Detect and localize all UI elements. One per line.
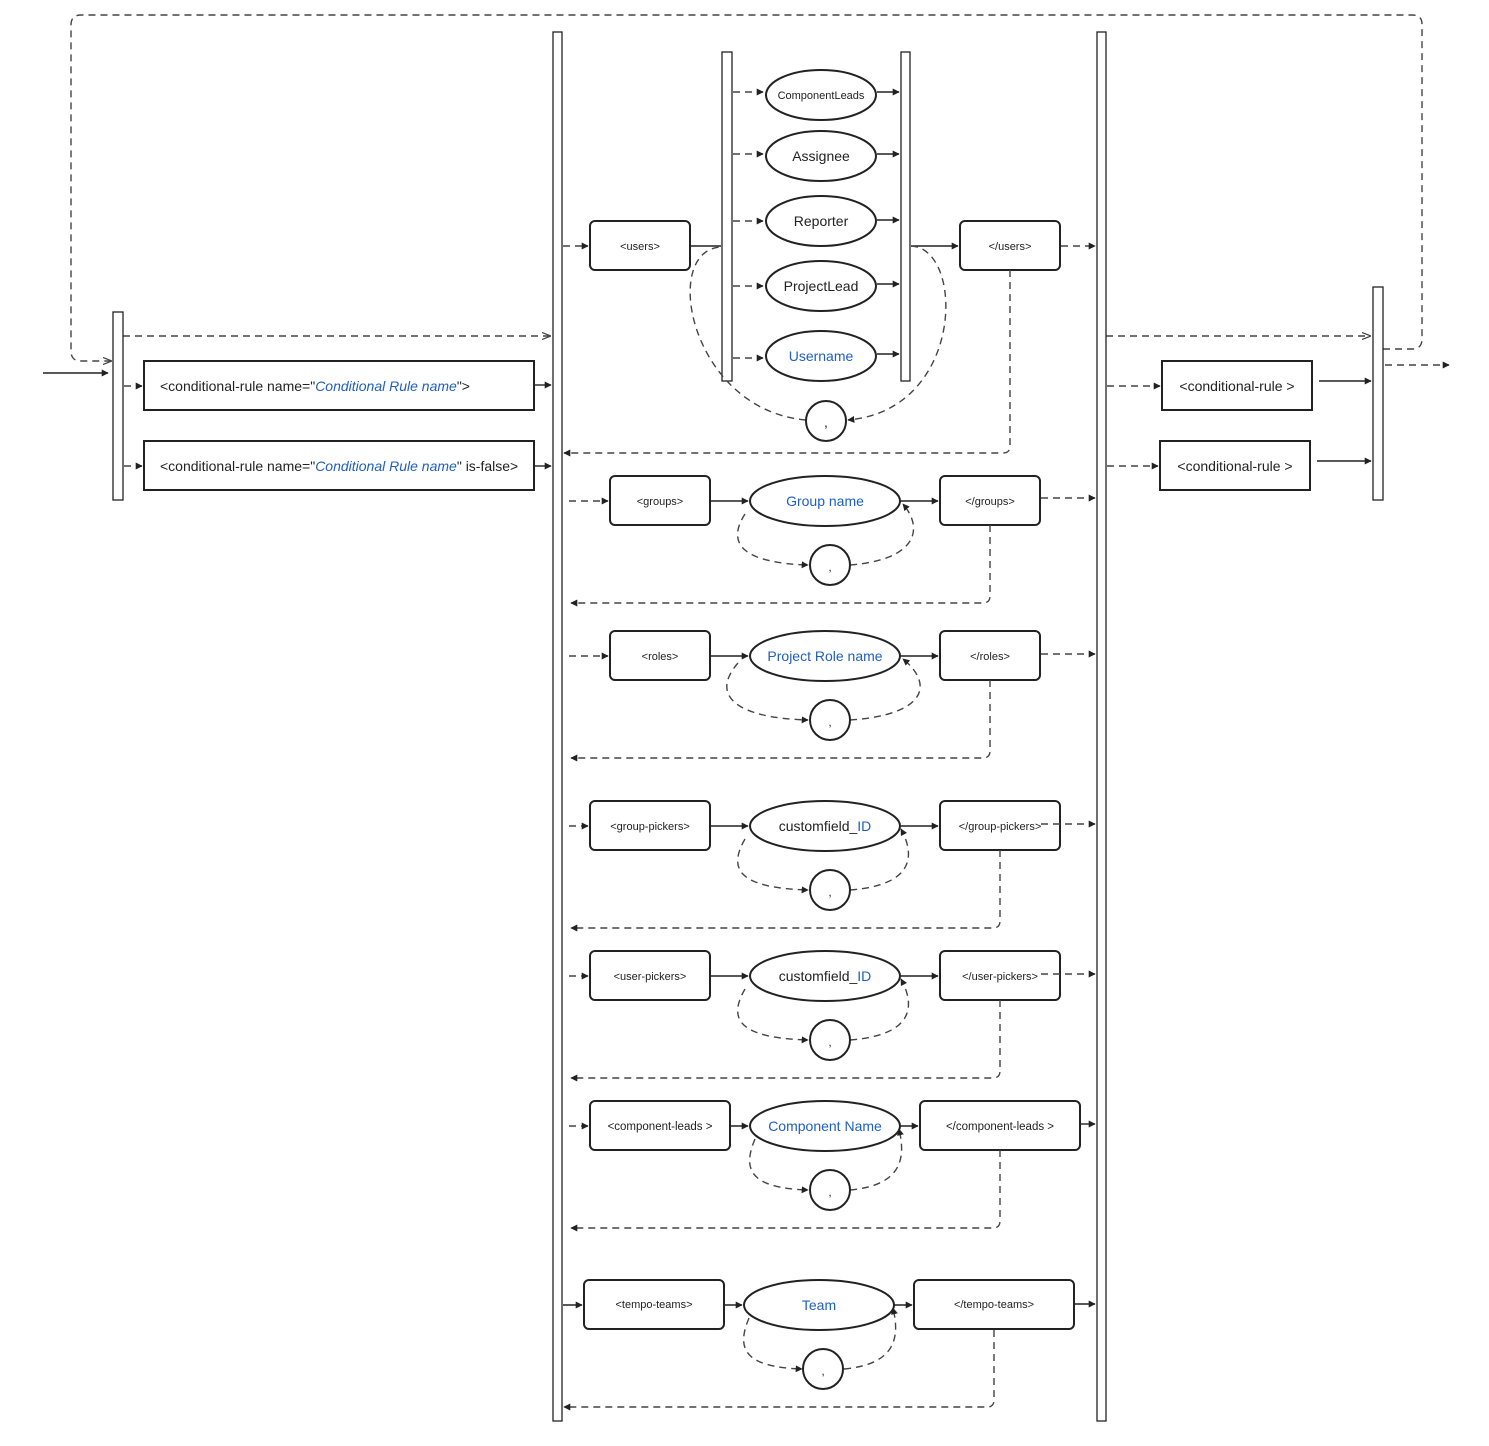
user-pickers-separator-loop [736,988,809,1044]
users-option-label: ProjectLead [784,278,859,294]
roles-close-label: </roles> [970,651,1010,663]
group-pickers-separator-loop [736,838,809,894]
groups-separator-label: , [828,560,831,574]
tempo-teams-open-label: <tempo-teams> [615,1299,692,1311]
users-separator-label: , [824,414,828,430]
group-pickers-open-label: <group-pickers> [610,821,690,833]
users-option-label: Reporter [794,213,849,229]
users-separator-loop [847,245,947,423]
component-leads-separator-label: , [828,1185,831,1199]
repeat-loop-connector [70,14,1423,361]
component-leads-close-label: </component-leads > [946,1121,1054,1133]
users-options-bar-left [721,51,733,382]
users-open-label: <users> [620,241,660,253]
user-pickers-separator-label: , [828,1035,831,1049]
component-leads-value-label: Component Name [768,1118,882,1134]
users-option-username [765,330,877,382]
users-return-connector [563,270,1011,457]
junction-bar-content-right [1096,31,1107,1422]
roles-return-connector [570,680,991,762]
tempo-teams-close-label: </tempo-teams> [954,1299,1034,1311]
roles-separator-label: , [828,715,831,729]
users-options-bar-right [900,51,911,382]
junction-bar-left [112,311,124,501]
group-pickers-separator-loop [849,828,910,891]
users-option-label: Username [789,348,854,364]
component-leads-open-label: <component-leads > [608,1121,713,1133]
tempo-teams-return-connector [563,1330,995,1411]
component-leads-separator-loop [748,1138,809,1194]
roles-open-label: <roles> [642,651,679,663]
component-leads-separator-loop [849,1128,904,1191]
roles-value-label: Project Role name [767,648,882,664]
users-option-projectlead [765,260,877,312]
groups-return-connector [570,525,991,607]
groups-close-label: </groups> [965,496,1015,508]
conditional-rule-false-close-box [1159,440,1311,491]
group-pickers-close-label: </group-pickers> [959,821,1042,833]
groups-open-label: <groups> [637,496,683,508]
users-option-label: Assignee [792,148,850,164]
group-pickers-separator-label: , [828,885,831,899]
roles-separator-loop [726,662,809,724]
tempo-teams-separator-label: , [821,1364,824,1378]
users-option-label: ComponentLeads [778,90,865,102]
groups-separator-loop [849,503,915,566]
user-pickers-return-connector [570,1000,1001,1082]
group-pickers-return-connector [570,850,1001,932]
user-pickers-separator-loop [849,978,910,1041]
tempo-teams-value-label: Team [802,1297,836,1313]
roles-separator-loop [849,658,921,721]
junction-bar-content-left [552,31,563,1422]
users-separator [805,400,847,442]
user-pickers-value-label: customfield_ID [779,968,872,984]
conditional-rule-false-open-box [143,440,535,491]
conditional-rule-open-label: <conditional-rule name="Conditional Rule… [160,378,470,394]
conditional-rule-open-box [143,360,535,411]
tempo-teams-close-tag [913,1279,1075,1330]
tempo-teams-separator [802,1348,844,1390]
users-close-label: </users> [989,241,1032,253]
conditional-rule-close-box [1161,360,1313,411]
roles-separator [809,699,851,741]
groups-separator-loop [736,513,809,569]
users-option-assignee [765,130,877,182]
conditional-rule-false-close-label: <conditional-rule > [1177,458,1292,474]
user-pickers-open-label: <user-pickers> [614,971,687,983]
component-leads-separator [809,1169,851,1211]
users-separator-loop [689,246,807,421]
component-leads-return-connector [570,1150,1001,1232]
users-option-reporter [765,195,877,247]
group-pickers-separator [809,869,851,911]
users-option-componentleads [765,69,877,121]
user-pickers-close-label: </user-pickers> [962,971,1038,983]
tempo-teams-separator-loop [742,1317,803,1373]
user-pickers-separator [809,1019,851,1061]
conditional-rule-close-label: <conditional-rule > [1179,378,1294,394]
tempo-teams-separator-loop [843,1307,898,1370]
groups-value-label: Group name [786,493,864,509]
conditional-rule-false-open-label: <conditional-rule name="Conditional Rule… [160,458,518,474]
junction-bar-right [1372,286,1384,501]
groups-separator [809,544,851,586]
group-pickers-value-label: customfield_ID [779,818,872,834]
